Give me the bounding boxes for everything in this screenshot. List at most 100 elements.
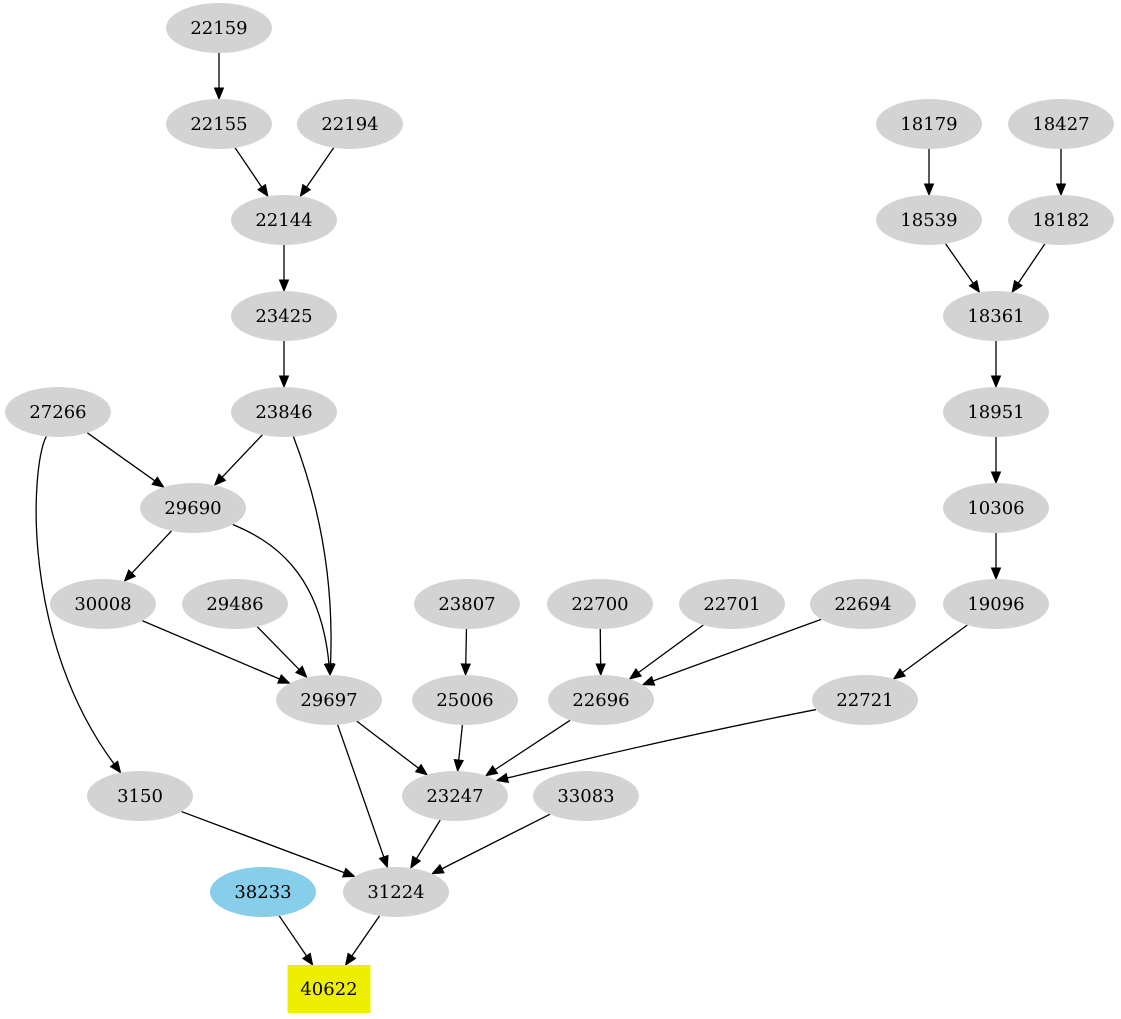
edge-29697-31224 <box>336 724 389 869</box>
arrowhead <box>213 473 227 487</box>
node-22696[interactable]: 22696 <box>548 675 654 725</box>
edges-layer <box>35 53 1067 967</box>
node-22694[interactable]: 22694 <box>810 579 916 629</box>
node-31224[interactable]: 31224 <box>343 867 449 917</box>
edge-line <box>652 618 822 682</box>
node-22194[interactable]: 22194 <box>297 99 403 149</box>
edge-31224-40622 <box>344 915 381 967</box>
node-label: 33083 <box>557 786 614 807</box>
edge-30008-29697 <box>142 620 291 684</box>
node-23846[interactable]: 23846 <box>231 387 337 437</box>
node-ellipse <box>343 867 449 917</box>
edge-line <box>142 620 280 680</box>
node-22159[interactable]: 22159 <box>166 3 272 53</box>
edge-line <box>292 436 332 665</box>
edge-23425-23846 <box>278 341 290 389</box>
edge-22194-22144 <box>299 147 335 198</box>
node-ellipse <box>50 579 156 629</box>
node-22144[interactable]: 22144 <box>231 195 337 245</box>
node-19096[interactable]: 19096 <box>943 579 1049 629</box>
edge-23807-25006 <box>460 628 472 677</box>
node-18539[interactable]: 18539 <box>876 195 982 245</box>
node-label: 18539 <box>900 210 957 231</box>
node-label: 23247 <box>426 786 483 807</box>
node-ellipse <box>182 579 288 629</box>
node-label: 19096 <box>967 594 1024 615</box>
arrowhead <box>257 183 269 198</box>
node-ellipse <box>5 387 111 437</box>
edge-line <box>441 813 551 870</box>
arrowhead <box>1011 279 1023 294</box>
edge-line <box>232 523 330 665</box>
node-29697[interactable]: 29697 <box>276 675 382 725</box>
node-18361[interactable]: 18361 <box>943 291 1049 341</box>
edge-line <box>221 434 263 478</box>
edge-22159-22155 <box>213 53 225 101</box>
edge-line <box>234 147 263 188</box>
edge-18179-18539 <box>923 149 935 197</box>
node-33083[interactable]: 33083 <box>533 771 639 821</box>
arrowhead <box>344 952 357 967</box>
node-label: 3150 <box>117 786 163 807</box>
node-29690[interactable]: 29690 <box>140 483 246 533</box>
node-29486[interactable]: 29486 <box>182 579 288 629</box>
edge-line <box>465 628 468 665</box>
arrowhead <box>278 375 290 389</box>
node-ellipse <box>943 483 1049 533</box>
node-22700[interactable]: 22700 <box>547 579 653 629</box>
arrowhead <box>641 675 656 686</box>
node-25006[interactable]: 25006 <box>412 675 518 725</box>
arrowhead <box>923 183 935 197</box>
edge-line <box>306 147 335 188</box>
edge-line <box>638 624 704 674</box>
arrowhead <box>430 863 445 875</box>
node-18182[interactable]: 18182 <box>1008 195 1114 245</box>
arrowhead <box>990 471 1002 485</box>
node-30008[interactable]: 30008 <box>50 579 156 629</box>
node-ellipse <box>166 99 272 149</box>
node-23807[interactable]: 23807 <box>414 579 520 629</box>
node-ellipse <box>276 675 382 725</box>
node-label: 31224 <box>367 882 424 903</box>
node-22701[interactable]: 22701 <box>679 579 785 629</box>
node-ellipse <box>943 291 1049 341</box>
node-23425[interactable]: 23425 <box>231 291 337 341</box>
node-23247[interactable]: 23247 <box>402 771 508 821</box>
node-22155[interactable]: 22155 <box>166 99 272 149</box>
edge-line <box>181 810 345 874</box>
node-3150[interactable]: 3150 <box>87 771 193 821</box>
edge-25006-23247 <box>453 724 465 773</box>
node-ellipse <box>812 675 918 725</box>
node-10306[interactable]: 10306 <box>943 483 1049 533</box>
arrowhead <box>990 567 1002 581</box>
node-ellipse <box>533 771 639 821</box>
arrowhead <box>294 665 308 679</box>
arrowhead <box>414 763 429 776</box>
node-22721[interactable]: 22721 <box>812 675 918 725</box>
node-18179[interactable]: 18179 <box>876 99 982 149</box>
node-label: 22701 <box>703 594 760 615</box>
edge-23846-29690 <box>213 434 263 487</box>
node-18427[interactable]: 18427 <box>1008 99 1114 149</box>
edge-line <box>35 436 115 765</box>
node-label: 22696 <box>572 690 629 711</box>
arrowhead <box>276 673 291 684</box>
edge-line <box>458 724 464 761</box>
node-label: 23846 <box>255 402 312 423</box>
node-label: 22194 <box>321 114 378 135</box>
node-38233[interactable]: 38233 <box>210 867 316 917</box>
arrowhead <box>410 855 422 870</box>
node-18951[interactable]: 18951 <box>943 387 1049 437</box>
node-27266[interactable]: 27266 <box>5 387 111 437</box>
edge-line <box>902 624 968 674</box>
node-ellipse <box>231 291 337 341</box>
edge-18361-18951 <box>990 341 1002 389</box>
node-40622[interactable]: 40622 <box>287 965 371 1013</box>
edge-18539-18361 <box>945 243 981 294</box>
node-label: 29697 <box>300 690 357 711</box>
node-label: 18427 <box>1032 114 1089 135</box>
node-ellipse <box>402 771 508 821</box>
node-ellipse <box>547 579 653 629</box>
arrowhead <box>323 663 335 677</box>
arrowhead <box>301 952 314 967</box>
